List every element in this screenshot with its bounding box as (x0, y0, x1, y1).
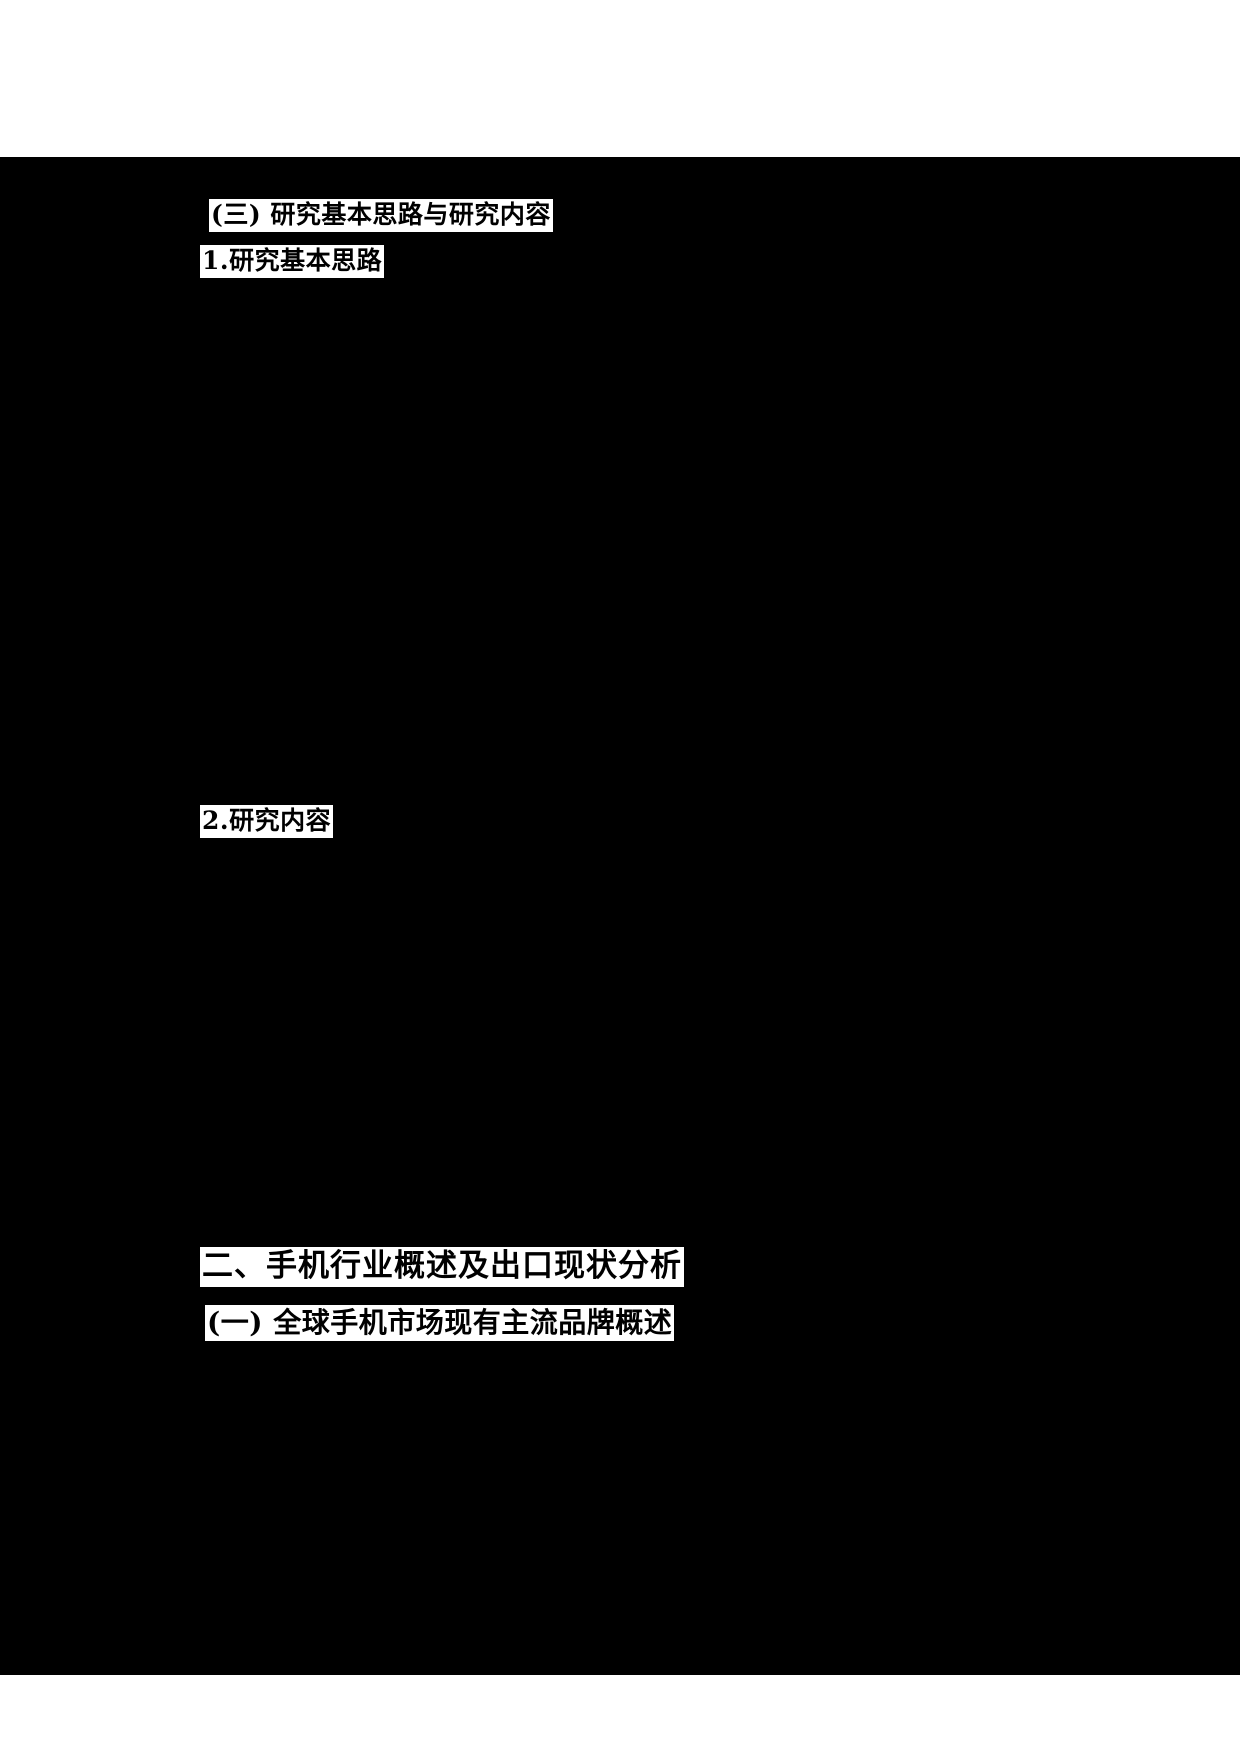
heading-2-research-content: 2.研究内容 (200, 805, 334, 838)
heading-global-mainstream-brands-overview: (一) 全球手机市场现有主流品牌概述 (205, 1305, 675, 1342)
scanned-content-area: (三) 研究基本思路与研究内容 1.研究基本思路 2.研究内容 二、手机行业概述… (0, 157, 1240, 1675)
heading-research-approach-and-content: (三) 研究基本思路与研究内容 (209, 199, 553, 232)
text-layer: (三) 研究基本思路与研究内容 1.研究基本思路 2.研究内容 二、手机行业概述… (0, 157, 1240, 1675)
heading-1-research-basic-approach: 1.研究基本思路 (200, 245, 385, 278)
heading-chapter-two-mobile-phone-industry: 二、手机行业概述及出口现状分析 (200, 1247, 684, 1287)
